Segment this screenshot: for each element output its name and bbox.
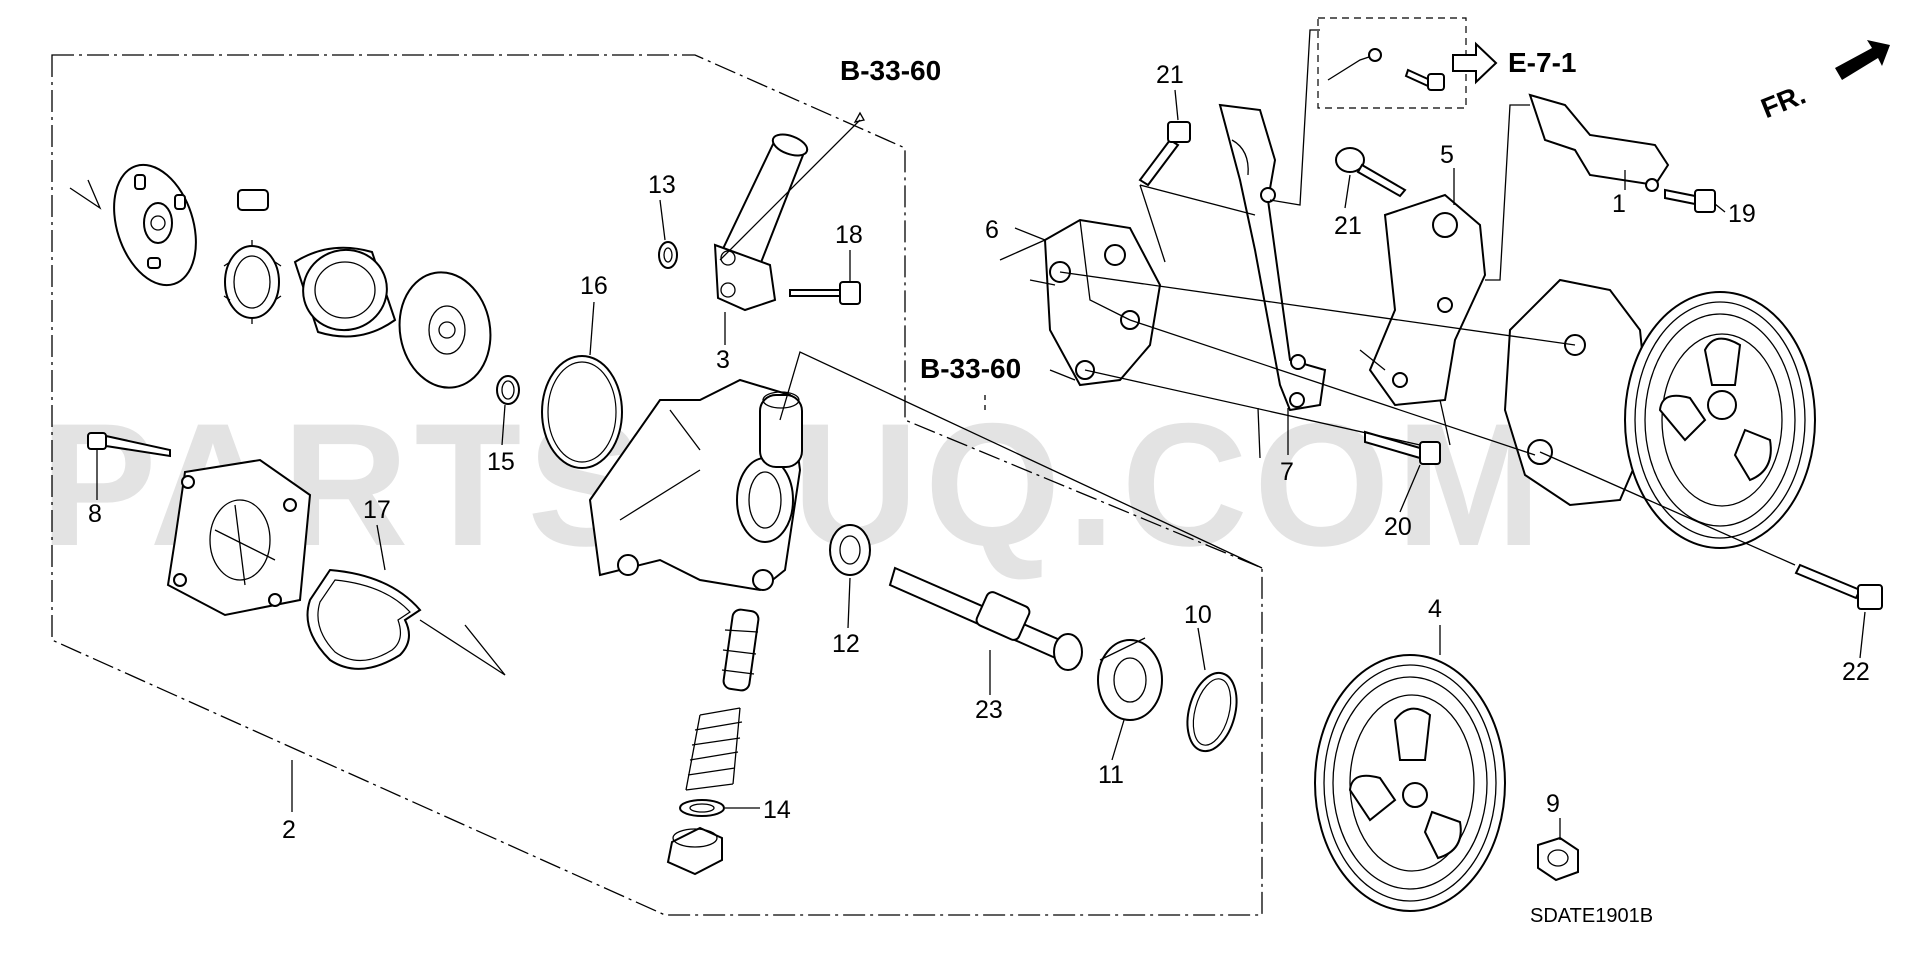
front-label: FR. <box>1757 79 1810 125</box>
bolt-21-mid[interactable] <box>1335 147 1407 198</box>
o-ring-13[interactable] <box>658 241 678 269</box>
callout-1[interactable]: 1 <box>1612 190 1626 218</box>
stay-1[interactable] <box>1528 93 1670 192</box>
bracket-5[interactable] <box>1368 193 1487 407</box>
callout-23[interactable]: 23 <box>975 696 1003 724</box>
valve-spring[interactable] <box>685 707 743 791</box>
bolt-18[interactable] <box>789 281 861 305</box>
o-ring-16[interactable] <box>541 355 623 469</box>
nut-9[interactable] <box>1537 836 1579 882</box>
callout-17[interactable]: 17 <box>363 496 391 524</box>
valve-plug[interactable] <box>666 826 723 876</box>
bolt-8[interactable] <box>87 432 171 458</box>
bearing-11[interactable] <box>1097 637 1163 721</box>
callout-ticks <box>96 89 1866 840</box>
o-ring-15[interactable] <box>496 375 520 405</box>
leader-lines <box>69 29 1796 676</box>
pulley-4[interactable] <box>1314 654 1506 912</box>
bolt-21-top[interactable] <box>1138 121 1191 187</box>
ref-e7-1[interactable]: E-7-1 <box>1508 47 1576 78</box>
callout-7[interactable]: 7 <box>1280 458 1294 486</box>
snap-ring-10[interactable] <box>1179 667 1244 756</box>
callout-20[interactable]: 20 <box>1384 513 1412 541</box>
pump-vane[interactable] <box>237 189 269 211</box>
callout-18[interactable]: 18 <box>835 221 863 249</box>
callout-2[interactable]: 2 <box>282 816 296 844</box>
pump-body[interactable] <box>588 378 803 592</box>
callout-15[interactable]: 15 <box>487 448 515 476</box>
callout-labels: 1 2 3 4 5 6 7 8 9 10 11 12 13 14 15 16 1… <box>88 61 1870 844</box>
callout-9[interactable]: 9 <box>1546 790 1560 818</box>
callout-21-mid[interactable]: 21 <box>1334 212 1362 240</box>
pump-cover-plate[interactable] <box>100 154 211 295</box>
diagram-code: SDATE1901B <box>1530 905 1653 927</box>
ref-b33-60-mid[interactable]: B-33-60 <box>920 353 1021 384</box>
bolt-19[interactable] <box>1664 188 1716 213</box>
callout-12[interactable]: 12 <box>832 630 860 658</box>
gasket-17[interactable] <box>306 568 422 670</box>
callout-14[interactable]: 14 <box>763 796 791 824</box>
harness-detail-box <box>1317 17 1467 109</box>
seal-washer-14[interactable] <box>679 799 725 817</box>
callout-19[interactable]: 19 <box>1728 200 1756 228</box>
callout-4[interactable]: 4 <box>1428 595 1442 623</box>
pump-rear-cover[interactable] <box>166 458 312 617</box>
ref-b33-60-top[interactable]: B-33-60 <box>840 55 941 86</box>
bolt-20[interactable] <box>1364 430 1441 465</box>
callout-3[interactable]: 3 <box>716 346 730 374</box>
callout-11[interactable]: 11 <box>1098 761 1124 789</box>
callout-16[interactable]: 16 <box>580 272 608 300</box>
callout-8[interactable]: 8 <box>88 500 102 528</box>
bracket-7[interactable] <box>1218 103 1327 412</box>
e71-arrow <box>1452 41 1498 85</box>
inlet-joint-3[interactable] <box>713 130 810 312</box>
flow-control-valve[interactable] <box>721 608 760 692</box>
pump-cam-ring[interactable] <box>293 240 397 339</box>
front-arrow <box>1835 40 1890 80</box>
callout-5[interactable]: 5 <box>1440 141 1454 169</box>
bolt-22[interactable] <box>1794 563 1883 610</box>
pump-rotor-gear[interactable] <box>223 240 282 324</box>
power-steering-pump-assembly[interactable] <box>1503 278 1816 549</box>
callout-6[interactable]: 6 <box>985 216 999 244</box>
shaft-23[interactable] <box>888 566 1083 671</box>
bearing-12[interactable] <box>829 524 871 576</box>
callout-22[interactable]: 22 <box>1842 658 1870 686</box>
callout-13[interactable]: 13 <box>648 171 676 199</box>
callout-21-top[interactable]: 21 <box>1156 61 1184 89</box>
wire-clip[interactable] <box>1327 48 1445 91</box>
assembly-boundary <box>51 54 1263 916</box>
callout-10[interactable]: 10 <box>1184 601 1212 629</box>
bracket-6[interactable] <box>1043 218 1162 387</box>
pump-side-plate[interactable] <box>391 265 500 395</box>
